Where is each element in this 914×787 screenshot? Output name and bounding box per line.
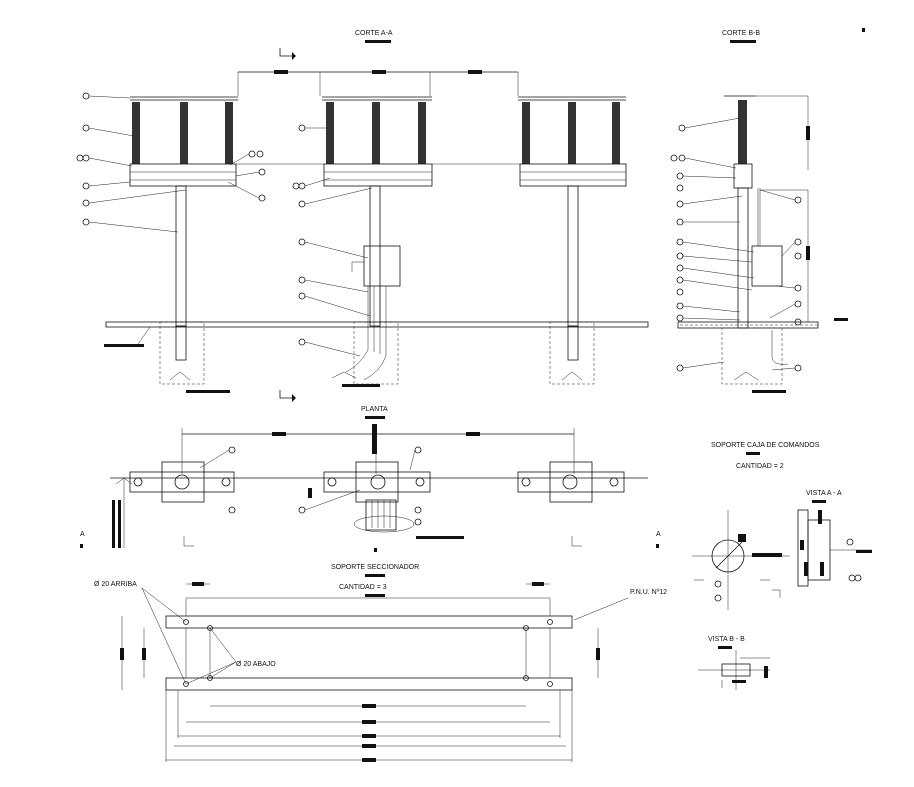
pole-unit-right <box>518 96 627 385</box>
insulator <box>418 102 426 164</box>
insulator <box>738 100 747 164</box>
callout-bubble <box>82 124 90 132</box>
soporte-seccionador-view: SOPORTE SECCIONADOR CANTIDAD = 3 Ø 20 AR… <box>94 564 667 762</box>
control-box <box>751 245 783 287</box>
callout-bubble <box>298 182 306 190</box>
planta-view: PLANTA <box>80 406 661 552</box>
insulator <box>612 102 620 164</box>
callouts-center <box>292 124 373 357</box>
callout-bubble <box>256 150 264 158</box>
hole-top-label: Ø 20 ARRIBA <box>94 581 137 588</box>
callout-bubble <box>298 292 306 300</box>
insulator <box>225 102 233 164</box>
callout-bubble <box>298 124 306 132</box>
callout-bubble <box>292 182 300 190</box>
callout-bubble <box>82 154 90 162</box>
channel-top <box>165 615 573 629</box>
pole-unit-center <box>279 96 433 402</box>
callout-bubble <box>82 218 90 226</box>
planta-title: PLANTA <box>361 406 388 413</box>
soporte-caja-title: SOPORTE CAJA DE COMANDOS <box>711 442 820 449</box>
insulator <box>372 102 380 164</box>
cantidad-caja: CANTIDAD = 2 <box>736 463 784 470</box>
insulator <box>326 102 334 164</box>
title-scale-bar <box>365 40 391 43</box>
callouts-bb <box>670 117 802 372</box>
corte-bb-section: CORTE B-B <box>670 28 865 393</box>
pnu-label: P.N.U. Nº12 <box>630 589 667 596</box>
insulator <box>522 102 530 164</box>
insulator <box>180 102 188 164</box>
section-arrow-top <box>279 48 292 57</box>
callout-bubble <box>258 168 266 176</box>
callout-bubble <box>76 154 84 162</box>
callout-bubble <box>298 238 306 246</box>
callout-bubble <box>82 182 90 190</box>
insulator <box>568 102 576 164</box>
cantidad-seccionador: CANTIDAD = 3 <box>339 584 387 591</box>
corte-bb-title: CORTE B-B <box>722 30 760 37</box>
section-arrow-bottom <box>279 390 292 399</box>
callout-bubble <box>298 276 306 284</box>
ground-slab <box>105 321 649 328</box>
vista-bb-title: VISTA B - B <box>708 636 745 643</box>
soporte-seccionador-title: SOPORTE SECCIONADOR <box>331 564 419 571</box>
insulator <box>132 102 140 164</box>
pole-unit-left <box>129 96 238 393</box>
control-box <box>363 245 401 287</box>
corte-aa-section: CORTE A-A <box>76 30 649 402</box>
callout-bubble <box>298 200 306 208</box>
soporte-caja-view: SOPORTE CAJA DE COMANDOS CANTIDAD = 2 VI… <box>692 442 872 690</box>
hole-bottom-label: Ø 20 ABAJO <box>236 661 276 668</box>
vista-aa-title: VISTA A - A <box>806 490 842 497</box>
section-mark-a-right: A <box>656 531 661 538</box>
channel-bottom <box>165 677 573 691</box>
callout-bubble <box>248 150 256 158</box>
callout-bubble <box>298 338 306 346</box>
callout-bubble <box>258 194 266 202</box>
section-mark-a-left: A <box>80 531 85 538</box>
callout-bubble <box>82 199 90 207</box>
corte-aa-title: CORTE A-A <box>355 30 393 37</box>
callout-bubble <box>82 92 90 100</box>
callouts-left <box>76 92 266 233</box>
